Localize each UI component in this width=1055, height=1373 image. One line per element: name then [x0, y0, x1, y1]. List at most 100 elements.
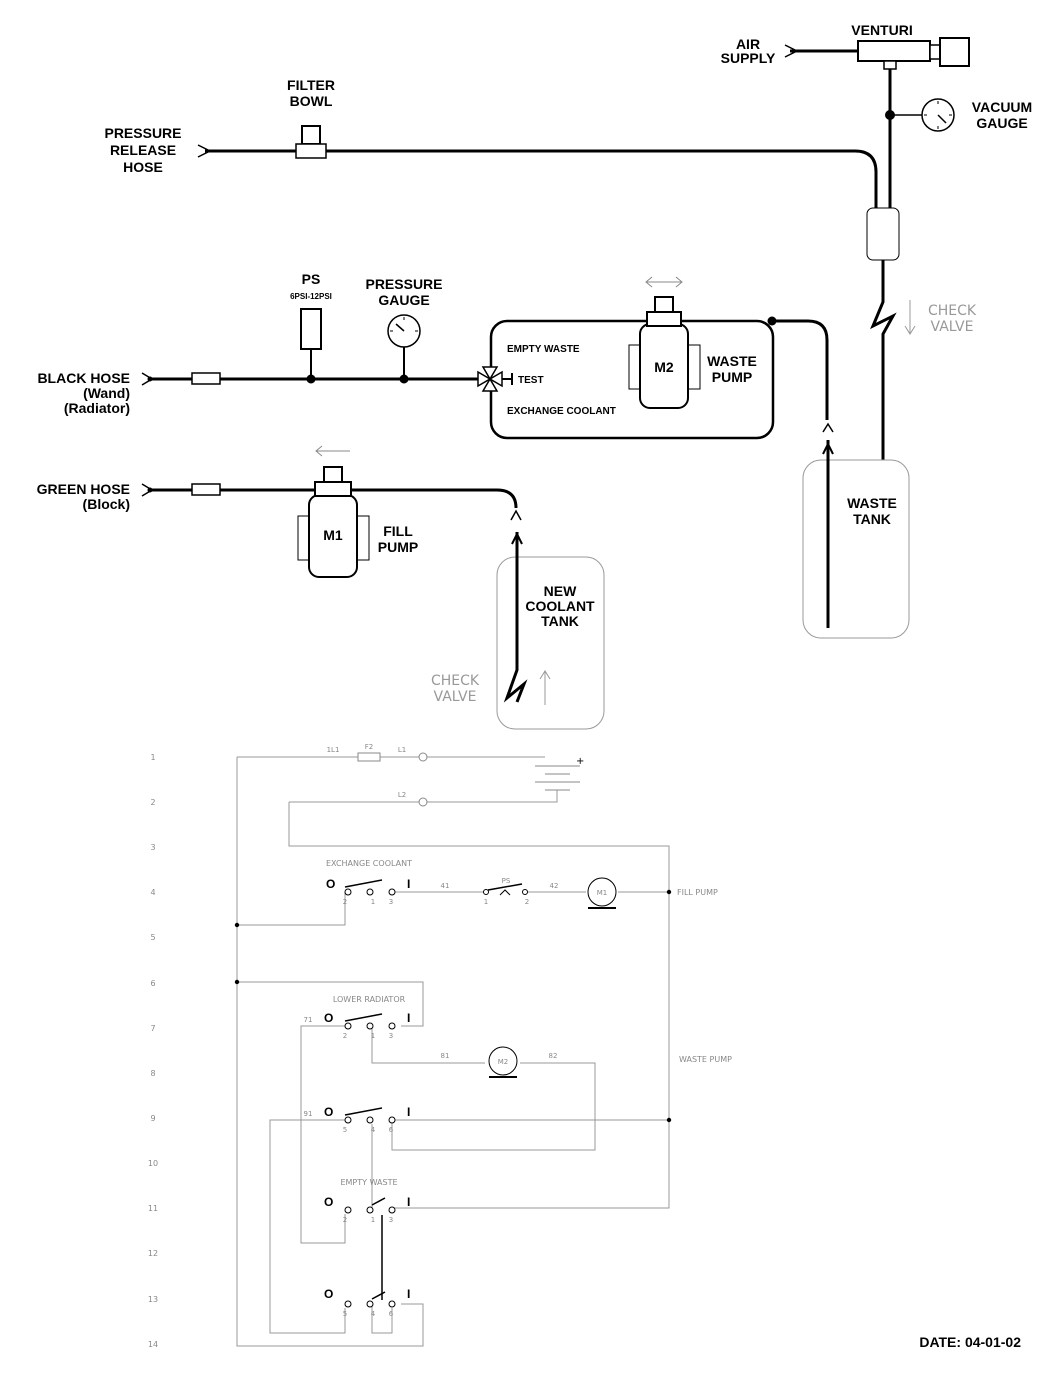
empty-waste-switch-label: EMPTY WASTE: [340, 1178, 397, 1187]
terminal-5: 5: [343, 1126, 347, 1134]
terminals: [418, 752, 428, 807]
row-number: 11: [148, 1204, 158, 1213]
sw-on: I: [407, 1287, 410, 1301]
venturi-label: VENTURI: [851, 22, 912, 38]
waste-pump-line: [772, 319, 829, 420]
pressure-release-label: PRESSURE: [104, 125, 181, 141]
sw-on: I: [407, 1011, 410, 1025]
waste-pump-label-2: PUMP: [712, 369, 752, 385]
terminal-3: 3: [389, 1216, 393, 1224]
wire-91: 91: [304, 1110, 313, 1118]
exchange-coolant-label: EXCHANGE COOLANT: [507, 406, 616, 417]
row-number: 5: [150, 933, 155, 942]
test-label: TEST: [518, 375, 544, 386]
ps-label: PS: [302, 271, 321, 287]
sw-off: O: [324, 1195, 333, 1209]
motor-m1-label: M1: [597, 889, 608, 897]
terminal-6: 6: [389, 1310, 394, 1318]
vacuum-line: [885, 69, 922, 210]
exchange-coolant-switch-label: EXCHANGE COOLANT: [326, 859, 412, 868]
m1-label: M1: [323, 527, 343, 543]
pressure-gauge-label-2: GAUGE: [378, 292, 429, 308]
new-coolant-label: NEW: [544, 583, 577, 599]
motor-m1: [587, 877, 617, 909]
bidirectional-arrow-icon: [645, 276, 683, 288]
left-arrow-icon: [315, 445, 350, 457]
pressure-gauge: [387, 314, 421, 384]
empty-waste-switch-upper: [344, 1197, 396, 1214]
terminal-1: 1: [371, 1032, 375, 1040]
terminal-2: 2: [343, 898, 347, 906]
row-number: 12: [148, 1249, 158, 1258]
fill-pump-label: FILL: [383, 523, 413, 539]
sw-on: I: [407, 877, 410, 891]
separator-canister: [866, 207, 900, 261]
pressure-gauge-label: PRESSURE: [365, 276, 442, 292]
filter-bowl-label-2: BOWL: [290, 93, 333, 109]
air-supply-label: AIR: [736, 36, 760, 52]
green-hose-line: [141, 483, 522, 521]
terminal-2: 2: [343, 1032, 347, 1040]
row-number: 13: [148, 1295, 158, 1304]
venturi: [857, 37, 970, 70]
sw-on: I: [407, 1195, 410, 1209]
row-number: 14: [148, 1340, 158, 1349]
empty-waste-switch-lower: [344, 1291, 396, 1308]
sw-off: O: [324, 1011, 333, 1025]
sw-off: O: [326, 877, 335, 891]
lower-radiator-switch-upper: [344, 1013, 396, 1030]
fuse-f2: [357, 752, 381, 762]
terminal-4: 4: [371, 1310, 376, 1318]
new-coolant-label-2: COOLANT: [525, 598, 595, 614]
terminal-1: 1: [371, 1216, 375, 1224]
waste-pump-schematic-label: WASTE PUMP: [679, 1055, 732, 1064]
wire-82: 82: [549, 1052, 558, 1060]
sw-on: I: [407, 1105, 410, 1119]
row-number: 8: [150, 1069, 155, 1078]
pressure-release-line: [197, 144, 878, 210]
wand-label: (Wand): [83, 385, 130, 401]
pressure-release-label-2: RELEASE: [110, 142, 176, 158]
waste-tank-label: WASTE: [847, 495, 897, 511]
row-number: 3: [150, 843, 155, 852]
row-number: 6: [150, 979, 155, 988]
fill-pump-schematic-label: FILL PUMP: [677, 888, 718, 897]
waste-tank-label-2: TANK: [853, 511, 891, 527]
three-way-valve: [477, 366, 513, 392]
filter-bowl-label: FILTER: [287, 77, 335, 93]
waste-inlet-line: [822, 422, 834, 628]
air-supply-line: [784, 44, 858, 58]
filter-bowl: [295, 125, 327, 159]
waste-tank-vent-line: [870, 260, 897, 470]
waste-pump-m2: [628, 296, 701, 409]
lower-radiator-switch-label: LOWER RADIATOR: [333, 995, 406, 1004]
row-number: 2: [150, 798, 155, 807]
ps-terminal-1: 1: [484, 898, 488, 906]
date-label: DATE: 04-01-02: [919, 1334, 1021, 1350]
vacuum-gauge-label-2: GAUGE: [976, 115, 1027, 131]
coolant-feed-line: [503, 531, 528, 703]
vacuum-gauge-label: VACUUM: [972, 99, 1032, 115]
empty-waste-label: EMPTY WASTE: [507, 344, 580, 355]
wire-1l1: 1L1: [327, 746, 340, 754]
fill-pump-m1: [297, 466, 370, 578]
terminal-1: 1: [371, 898, 375, 906]
terminal-2: 2: [343, 1216, 347, 1224]
lower-radiator-switch-lower: [344, 1107, 396, 1124]
row-number: 1: [150, 753, 155, 762]
exchange-coolant-switch: [344, 879, 396, 896]
battery-plus: +: [576, 756, 584, 767]
fuse-label: F2: [365, 743, 373, 751]
fill-pump-label-2: PUMP: [378, 539, 418, 555]
check-valve-label-top-2: VALVE: [931, 319, 974, 335]
new-coolant-label-3: TANK: [541, 613, 579, 629]
green-hose-coupler: [191, 483, 221, 496]
pressure-switch-contact: [483, 883, 528, 896]
terminal-4: 4: [371, 1126, 376, 1134]
schematic-wiring: [236, 756, 670, 1347]
waste-tank: [802, 459, 910, 639]
row-number: 4: [150, 888, 155, 897]
ps-terminal-2: 2: [525, 898, 529, 906]
wire-41: 41: [441, 882, 450, 890]
